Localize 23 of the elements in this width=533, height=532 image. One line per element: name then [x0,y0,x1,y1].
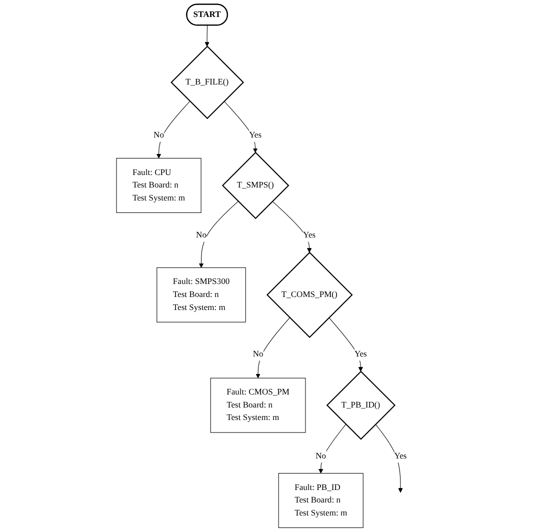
edge-label: Yes [249,130,262,140]
edge-label: No [316,451,326,460]
node-box: Fault: CMOS_PM Test Board: n Test System: m [210,378,306,433]
node-diamond: T_SMPS() [222,152,290,220]
arrow [156,100,190,158]
edge-label: Yes [394,451,407,460]
node-diamond: T_PB_ID() [326,370,396,440]
edge-label: Yes [354,350,367,359]
node-box: Fault: SMPS300 Test Board: n Test System: m [156,267,246,322]
arrow [272,201,312,253]
arrow [204,25,210,47]
arrow [375,424,403,493]
arrow [256,317,290,378]
node-diamond: T_COMS_PM() [266,252,353,338]
edge-label: No [196,230,206,240]
edge-label: No [154,130,164,140]
arrow [318,424,346,474]
edge-label: No [252,350,264,359]
node-diamond: T_B_FILE() [170,46,244,120]
arrow [198,201,238,268]
node-box: Fault: CPU Test Board: n Test System: m [116,158,202,213]
node-box: Fault: PB_ID Test Board: n Test System: m [278,473,364,528]
edge-label: Yes [303,230,316,240]
